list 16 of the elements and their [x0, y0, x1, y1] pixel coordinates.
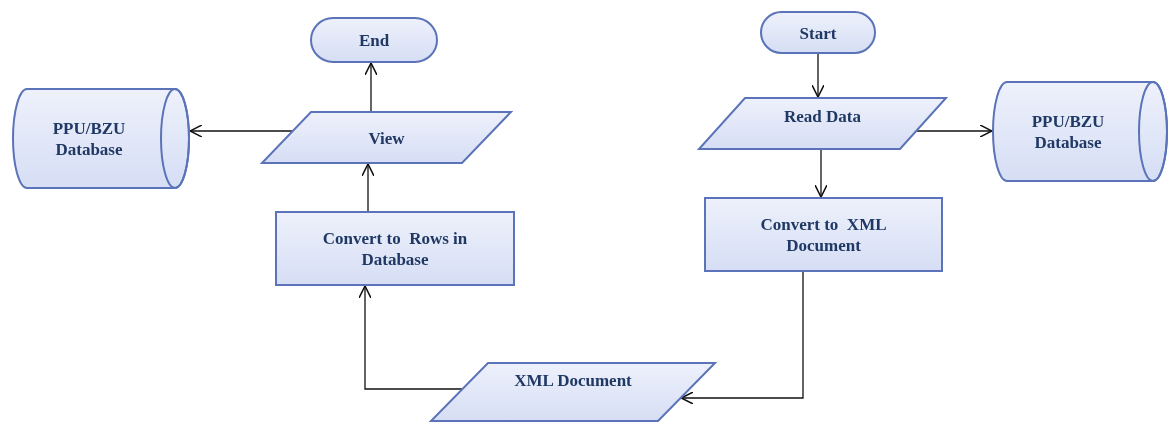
arrow — [189, 124, 293, 138]
shape-label: Start — [798, 22, 838, 43]
arrow — [361, 163, 375, 212]
arrow — [364, 62, 378, 112]
shape-label: Convert to Rows in Database — [321, 227, 469, 270]
arrow — [680, 271, 804, 405]
shape-label: XML Document — [513, 369, 633, 391]
shape-label: End — [357, 29, 391, 51]
arrow — [811, 53, 825, 98]
arrow — [814, 149, 828, 198]
shape-label: Convert to XML Document — [759, 213, 888, 256]
shape-label: View — [367, 127, 406, 148]
shape-label: PPU/BZU Database — [51, 117, 127, 160]
arrow — [358, 285, 463, 390]
shape-label: Read Data — [783, 105, 862, 126]
shape-label: PPU/BZU Database — [1030, 110, 1106, 153]
